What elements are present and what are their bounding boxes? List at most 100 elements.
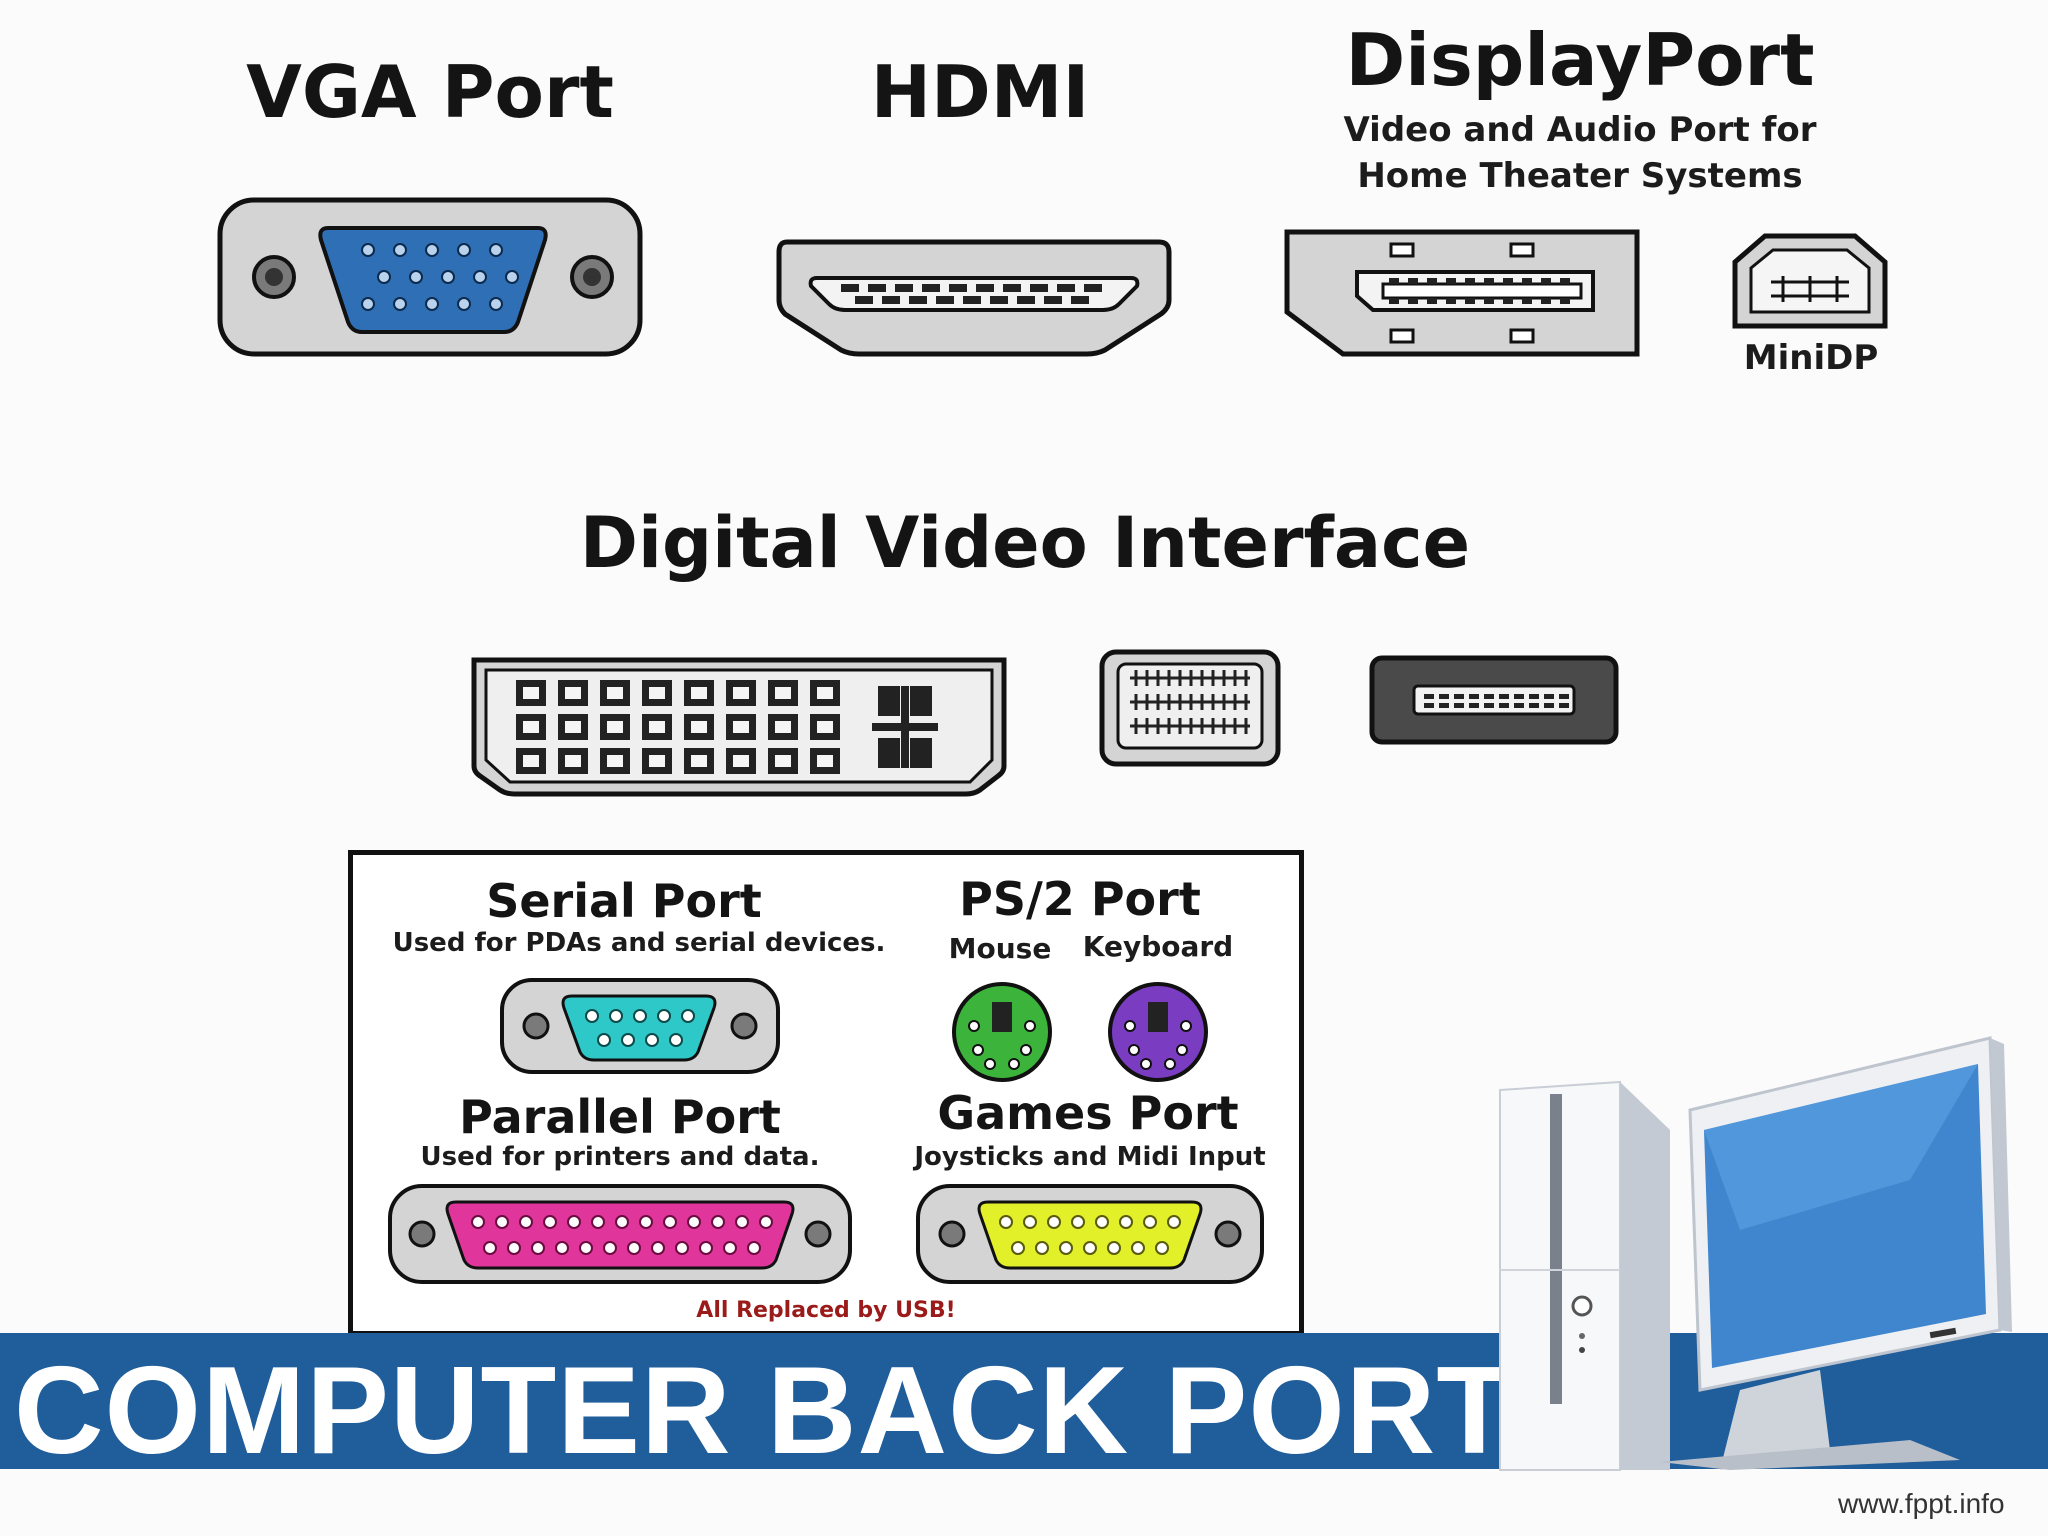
dvi-pin-hole	[775, 687, 791, 699]
microdvi-pin	[1484, 694, 1494, 699]
games-pin	[1011, 1241, 1025, 1255]
serial-port-subtitle: Used for PDAs and serial devices.	[392, 928, 886, 958]
dvi-pin-hole	[817, 721, 833, 733]
dvi-pin-hole	[691, 687, 707, 699]
hdmi-pin	[855, 296, 873, 304]
hdmi-port-illustration	[776, 239, 1172, 357]
games-pin	[1059, 1241, 1073, 1255]
parallel-pin	[543, 1215, 557, 1229]
parallel-pin	[627, 1241, 641, 1255]
parallel-pin	[507, 1241, 521, 1255]
parallel-pin	[531, 1241, 545, 1255]
displayport-pin	[1408, 298, 1418, 304]
microdvi-pin	[1559, 694, 1569, 699]
serial-port-title: Serial Port	[486, 874, 762, 928]
vga-pin	[489, 297, 503, 311]
hdmi-pin	[936, 296, 954, 304]
serial-pin	[669, 1033, 683, 1047]
displayport-pin	[1484, 298, 1494, 304]
parallel-pin	[651, 1241, 665, 1255]
microdvi-pin	[1424, 694, 1434, 699]
parallel-pin	[615, 1215, 629, 1229]
hdmi-pin	[882, 296, 900, 304]
vga-pin	[393, 297, 407, 311]
displayport-pin	[1465, 278, 1475, 284]
displayport-pin	[1541, 298, 1551, 304]
hdmi-pin	[1003, 284, 1021, 292]
dvi-pin-hole	[775, 721, 791, 733]
hdmi-pin	[868, 284, 886, 292]
dvi-pin-hole	[523, 755, 539, 767]
banner-title: COMPUTER BACK PORT	[14, 1342, 1514, 1480]
dvi-pin-hole	[733, 721, 749, 733]
hdmi-pin	[963, 296, 981, 304]
parallel-port-title: Parallel Port	[459, 1090, 781, 1144]
parallel-pin	[471, 1215, 485, 1229]
dvi-pin-hole	[565, 721, 581, 733]
displayport-pin	[1465, 298, 1475, 304]
displayport-pin	[1541, 278, 1551, 284]
vga-pin	[457, 243, 471, 257]
parallel-pin	[699, 1241, 713, 1255]
microdvi-pin	[1499, 694, 1509, 699]
parallel-pin	[519, 1215, 533, 1229]
parallel-pin	[711, 1215, 725, 1229]
games-pin	[1035, 1241, 1049, 1255]
games-pin	[1083, 1241, 1097, 1255]
parallel-pin	[555, 1241, 569, 1255]
microdvi-pin	[1499, 703, 1509, 708]
vga-pin	[393, 243, 407, 257]
displayport-title: DisplayPort	[1345, 18, 1815, 102]
vga-pin	[473, 270, 487, 284]
games-pin	[1107, 1241, 1121, 1255]
hdmi-pin	[1071, 296, 1089, 304]
vga-pin	[441, 270, 455, 284]
games-pin	[1071, 1215, 1085, 1229]
games-pin	[1095, 1215, 1109, 1229]
microdvi-pin	[1454, 694, 1464, 699]
microdvi-pin	[1559, 703, 1569, 708]
microdvi-pin	[1439, 703, 1449, 708]
replaced-by-usb-note: All Replaced by USB!	[696, 1298, 956, 1323]
hdmi-pin	[990, 296, 1008, 304]
micro-dvi-illustration	[1369, 655, 1619, 745]
source-credit: www.fppt.info	[1838, 1488, 2005, 1519]
parallel-pin	[483, 1241, 497, 1255]
displayport-pin	[1446, 298, 1456, 304]
microdvi-pin	[1469, 703, 1479, 708]
vga-pin	[505, 270, 519, 284]
dvi-cross-pins	[872, 686, 938, 768]
microdvi-pin	[1544, 703, 1554, 708]
parallel-port-subtitle: Used for printers and data.	[420, 1142, 820, 1172]
parallel-pin	[603, 1241, 617, 1255]
hdmi-pin	[976, 284, 994, 292]
displayport-pin	[1427, 298, 1437, 304]
hdmi-pin	[841, 284, 859, 292]
vga-pin	[425, 297, 439, 311]
parallel-pin	[759, 1215, 773, 1229]
dvi-pin-hole	[775, 755, 791, 767]
microdvi-pin	[1514, 703, 1524, 708]
dvi-pin-hole	[523, 687, 539, 699]
hdmi-pin	[1057, 284, 1075, 292]
microdvi-pin	[1529, 694, 1539, 699]
serial-pin	[585, 1009, 599, 1023]
games-pin	[1167, 1215, 1181, 1229]
parallel-pin	[675, 1241, 689, 1255]
vga-pin	[361, 243, 375, 257]
hdmi-pin	[1030, 284, 1048, 292]
ps2-mouse-port	[952, 982, 1052, 1082]
dvi-pin-hole	[607, 721, 623, 733]
ps2-mouse-label: Mouse	[948, 932, 1052, 965]
microdvi-pin	[1424, 703, 1434, 708]
microdvi-pin	[1484, 703, 1494, 708]
microdvi-pin	[1514, 694, 1524, 699]
games-pin	[1155, 1241, 1169, 1255]
parallel-pin	[579, 1241, 593, 1255]
dvi-pin-hole	[523, 721, 539, 733]
ps2-port-title: PS/2 Port	[959, 872, 1201, 926]
displayport-subtitle-line2: Home Theater Systems	[1357, 156, 1803, 196]
vga-pin	[409, 270, 423, 284]
displayport-pin	[1503, 298, 1513, 304]
microdvi-pin	[1544, 694, 1554, 699]
